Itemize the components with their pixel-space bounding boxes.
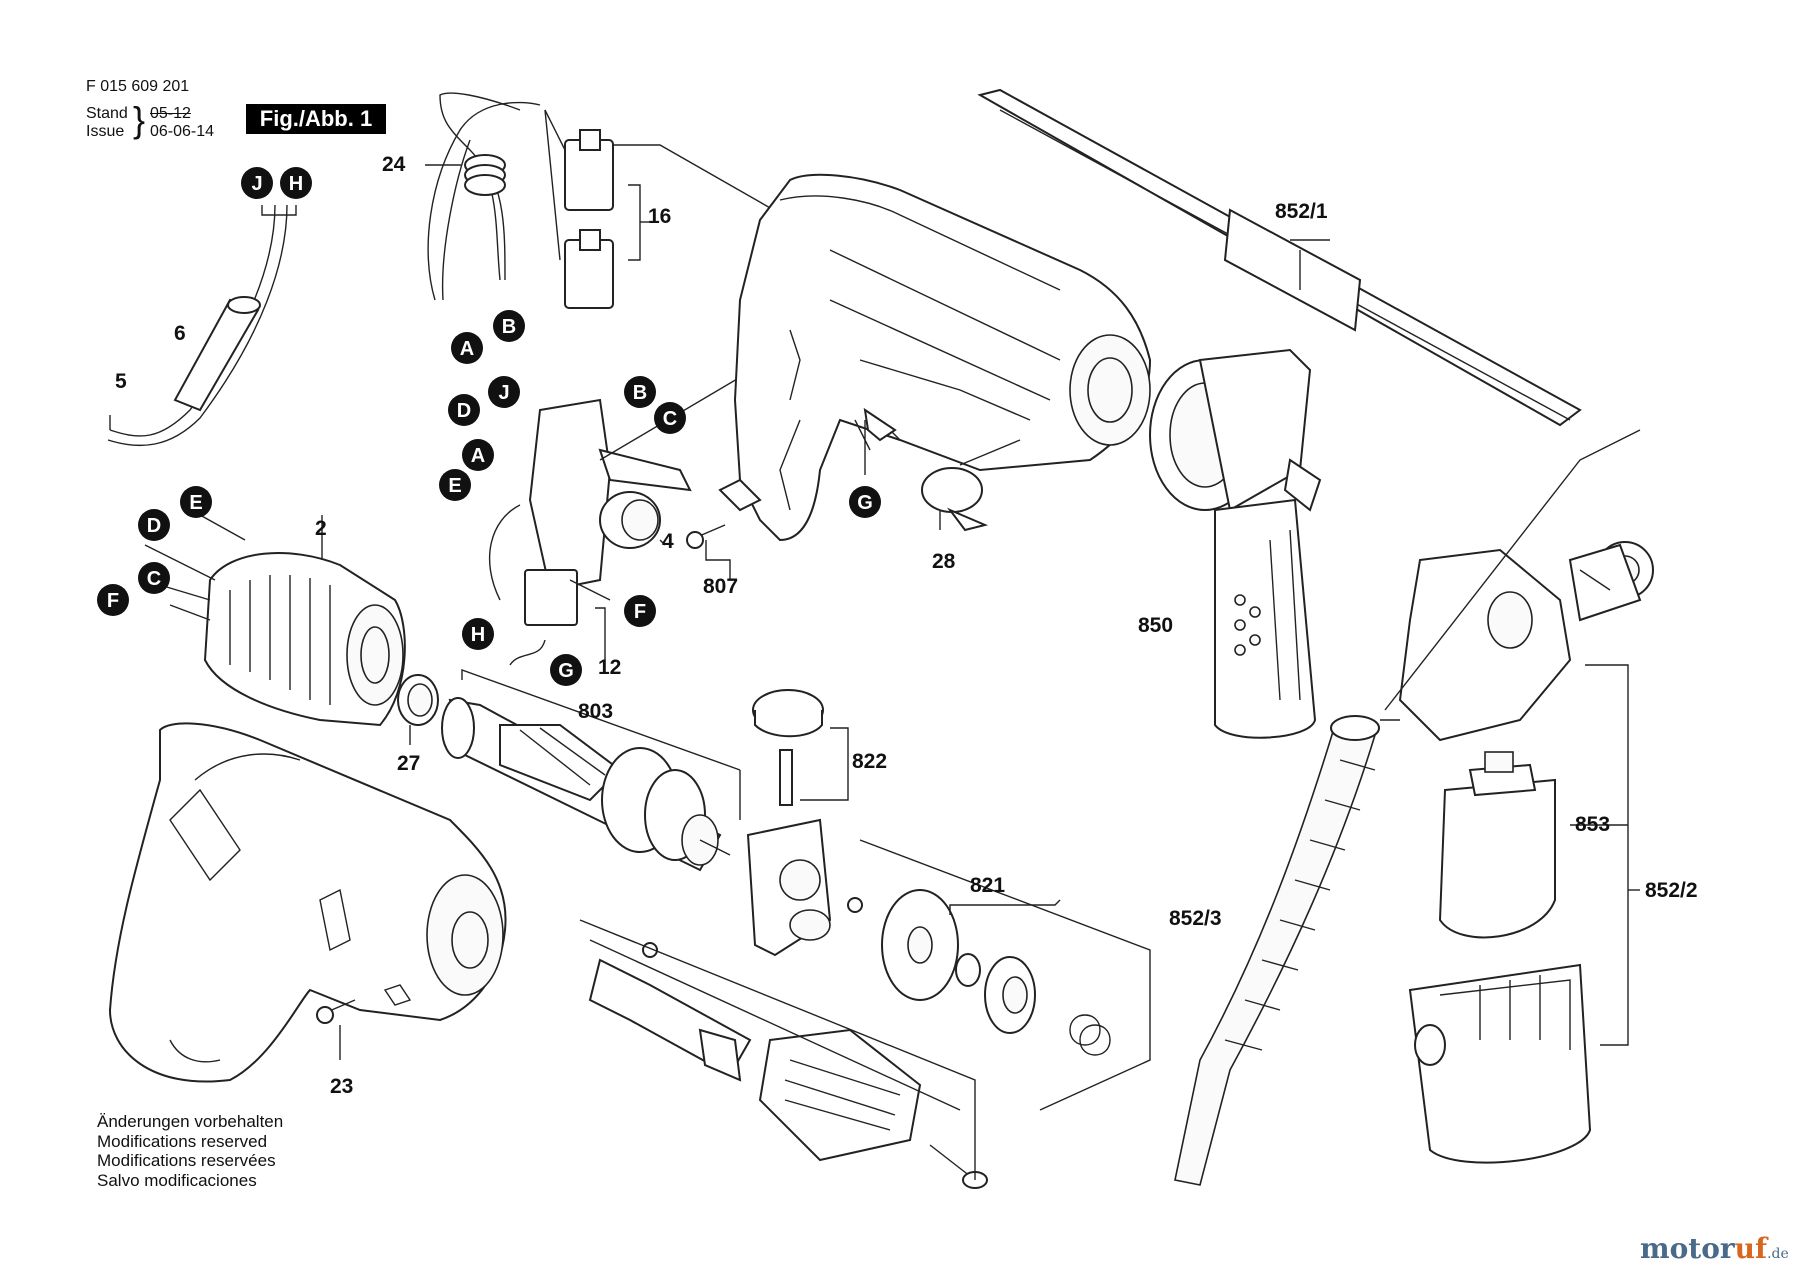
connector-D-switch: D xyxy=(448,394,480,426)
svg-text:H: H xyxy=(471,624,485,646)
connector-G-switch: G xyxy=(550,654,582,686)
svg-text:G: G xyxy=(558,660,574,682)
brand-main: motor xyxy=(1640,1232,1735,1265)
switch-assembly-4 xyxy=(488,329,821,666)
part-label-821: 821 xyxy=(970,874,1005,897)
suction-hose-852-3 xyxy=(1174,429,1641,1186)
dust-adapter-852-2 xyxy=(1398,541,1654,742)
svg-text:B: B xyxy=(633,382,647,404)
svg-text:E: E xyxy=(189,492,202,514)
modification-notes: Änderungen vorbehalten Modifications res… xyxy=(97,1112,283,1190)
connector-H-switch: H xyxy=(462,618,494,650)
part-label-852-1: 852/1 xyxy=(1275,200,1328,223)
svg-text:C: C xyxy=(147,568,161,590)
svg-text:D: D xyxy=(147,515,161,537)
figure-badge: Fig./Abb. 1 xyxy=(246,104,386,134)
svg-text:H: H xyxy=(289,173,303,195)
svg-text:B: B xyxy=(502,316,516,338)
part-label-6: 6 xyxy=(174,322,186,345)
part-label-853: 853 xyxy=(1575,813,1610,836)
connector-C-switch: C xyxy=(654,402,686,434)
issue-label: Issue xyxy=(86,123,125,140)
document-number: F 015 609 201 xyxy=(86,78,190,95)
part-label-822: 822 xyxy=(852,750,887,773)
part-label-4: 4 xyxy=(662,530,674,553)
svg-text:J: J xyxy=(251,173,262,195)
connector-E-stator: E xyxy=(180,486,212,518)
part-label-23: 23 xyxy=(330,1075,353,1098)
brand-suffix: .de xyxy=(1767,1246,1789,1262)
connector-C-stator: C xyxy=(138,562,170,594)
brand-watermark: motoruf.de xyxy=(1640,1232,1789,1265)
connector-A-top: A xyxy=(451,332,483,364)
connector-A-switch: A xyxy=(462,439,494,471)
part-label-5: 5 xyxy=(115,370,127,393)
switch-connectors-16 xyxy=(544,109,801,309)
screw-807 xyxy=(686,524,731,580)
svg-text:E: E xyxy=(448,475,461,497)
gear-821 xyxy=(859,839,1151,1111)
svg-text:F: F xyxy=(107,590,119,612)
part-label-807: 807 xyxy=(703,575,738,598)
dust-bracket xyxy=(1570,664,1640,1046)
svg-text:J: J xyxy=(498,382,509,404)
svg-text:D: D xyxy=(457,400,471,422)
connector-J-top: J xyxy=(241,167,273,199)
part-label-28: 28 xyxy=(932,550,956,573)
housing-shell xyxy=(718,173,1152,542)
field-winding-2 xyxy=(144,514,406,727)
auxiliary-handle-850 xyxy=(1149,348,1322,739)
part-label-16: 16 xyxy=(648,205,671,228)
knob-28 xyxy=(921,439,1021,532)
connector-G-housing: G xyxy=(849,486,881,518)
connector-F-switch: F xyxy=(624,595,656,627)
gear-cover xyxy=(746,818,863,957)
brace-icon: } xyxy=(133,99,146,140)
depth-stop-852-1 xyxy=(977,88,1582,427)
ring-27 xyxy=(397,674,439,745)
connector-H-top: H xyxy=(280,167,312,199)
svg-text:F: F xyxy=(634,601,646,623)
svg-text:G: G xyxy=(857,492,873,514)
lever-g xyxy=(863,407,897,475)
stand-value: 05-12 xyxy=(150,105,191,122)
power-cable-5-6 xyxy=(107,204,297,447)
part-label-850: 850 xyxy=(1138,614,1173,637)
svg-text:C: C xyxy=(663,408,677,430)
connector-F-stator: F xyxy=(97,584,129,616)
dust-box xyxy=(1408,963,1592,1164)
brand-accent: uf xyxy=(1734,1232,1768,1265)
note-es: Salvo modificaciones xyxy=(97,1170,257,1190)
selector-knob-822 xyxy=(752,689,849,806)
svg-text:A: A xyxy=(471,445,485,467)
part-label-852-3: 852/3 xyxy=(1169,907,1222,930)
dust-container-853 xyxy=(1438,751,1556,939)
note-en: Modifications reserved xyxy=(97,1131,268,1151)
issue-value: 06-06-14 xyxy=(150,123,215,140)
spindle-chuck xyxy=(579,919,988,1189)
note-fr: Modifications reservées xyxy=(97,1151,276,1170)
part-label-12: 12 xyxy=(598,656,621,679)
stand-label: Stand xyxy=(86,105,128,122)
connector-J-switch: J xyxy=(488,376,520,408)
part-label-803: 803 xyxy=(578,700,613,723)
part-label-27: 27 xyxy=(397,752,420,775)
drill-body xyxy=(108,722,507,1083)
note-de: Änderungen vorbehalten xyxy=(97,1112,284,1131)
part-label-2: 2 xyxy=(315,517,327,540)
connector-E-switch: E xyxy=(439,469,471,501)
armature-803 xyxy=(441,669,741,872)
connector-D-stator: D xyxy=(138,509,170,541)
connector-B-switch: B xyxy=(624,376,656,408)
part-label-852-2: 852/2 xyxy=(1645,879,1698,902)
connector-B-top: B xyxy=(493,310,525,342)
part-label-24: 24 xyxy=(382,153,406,176)
svg-text:A: A xyxy=(460,338,474,360)
wire-harness-24 xyxy=(425,92,541,301)
screw-23 xyxy=(316,999,356,1060)
